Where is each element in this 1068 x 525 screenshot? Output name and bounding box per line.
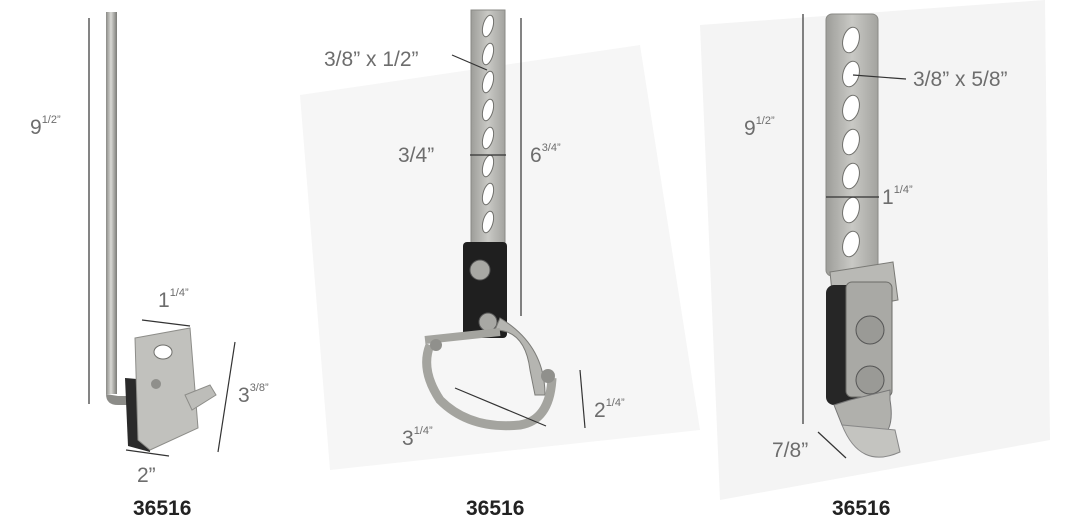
- dim-whole: 9: [30, 116, 42, 139]
- dim-fraction: 1/2”: [41, 114, 61, 126]
- strap-slot-hole: [481, 98, 495, 122]
- strap-slot-hole: [842, 128, 860, 156]
- product-2-strap-hanger: [422, 9, 557, 431]
- dim-fraction: 1/2”: [755, 115, 775, 127]
- dim-label-slot: 3/8” x 5/8”: [913, 68, 1008, 91]
- strap-slot-hole: [481, 70, 495, 94]
- strap-slot-hole: [481, 182, 495, 206]
- product-1-bracket: [106, 12, 217, 452]
- dim-whole: 2: [594, 399, 606, 422]
- dim-label-side: 33/8”: [238, 382, 269, 407]
- dim-fraction: 3/4”: [541, 142, 561, 154]
- dim-line-tip: [817, 431, 847, 459]
- dim-fraction: 3/8”: [249, 382, 269, 394]
- dim-fraction: 1/4”: [413, 425, 433, 437]
- u-loop: [422, 343, 557, 431]
- product-code: 36516: [133, 497, 192, 520]
- dim-fraction: 1/4”: [169, 287, 189, 299]
- product-3-strap-clamp: [825, 13, 901, 458]
- dim-label-strap-width: 3/4”: [398, 144, 435, 167]
- strap-slot-hole: [842, 60, 860, 88]
- strap-slot-hole: [481, 42, 495, 66]
- dim-whole: 9: [744, 117, 756, 140]
- dim-whole: 3: [238, 384, 250, 407]
- strap-slot-hole: [481, 126, 495, 150]
- dim-fraction: 1/4”: [893, 184, 913, 196]
- strap-slot-hole: [481, 210, 495, 234]
- strap-slot-hole: [842, 94, 860, 122]
- dim-label-loop-width: 31/4”: [402, 425, 433, 450]
- dim-line-loop-width: [454, 387, 547, 427]
- dimension-lines: [88, 14, 907, 459]
- dim-whole: 3: [402, 427, 414, 450]
- bracket-hole: [153, 344, 173, 360]
- dim-leader-slot: [852, 74, 907, 80]
- strap-slot-hole: [842, 26, 860, 54]
- dim-whole: 6: [530, 144, 542, 167]
- strap-slot-hole: [842, 162, 860, 190]
- strap-slot-hole: [481, 14, 495, 38]
- dim-label-length: 63/4”: [530, 142, 561, 167]
- dim-label-tip: 7/8”: [772, 439, 809, 462]
- strap-slot-hole: [842, 230, 860, 258]
- vertical-rod: [106, 12, 117, 394]
- bracket-plate: [134, 327, 199, 451]
- dim-whole: 1: [882, 186, 894, 209]
- dim-line-bottom: [125, 449, 170, 457]
- dim-label-loop-height: 21/4”: [594, 397, 625, 422]
- dim-line-side: [217, 341, 236, 453]
- dim-leader-slot: [451, 54, 488, 71]
- dim-line-loop-height: [579, 369, 586, 429]
- dim-label-top-width: 11/4”: [158, 287, 189, 312]
- dim-fraction: 1/4”: [605, 397, 625, 409]
- dim-label-bottom: 2”: [137, 464, 156, 487]
- dim-whole: 1: [158, 289, 170, 312]
- dim-label-height: 91/2”: [30, 114, 61, 139]
- product-code: 36516: [832, 497, 891, 520]
- dim-line-top-width: [141, 319, 191, 327]
- dim-label-slot: 3/8” x 1/2”: [324, 48, 419, 71]
- dim-label-strap-width: 11/4”: [882, 184, 913, 209]
- dim-label-height: 91/2”: [744, 115, 775, 140]
- product-code: 36516: [466, 497, 525, 520]
